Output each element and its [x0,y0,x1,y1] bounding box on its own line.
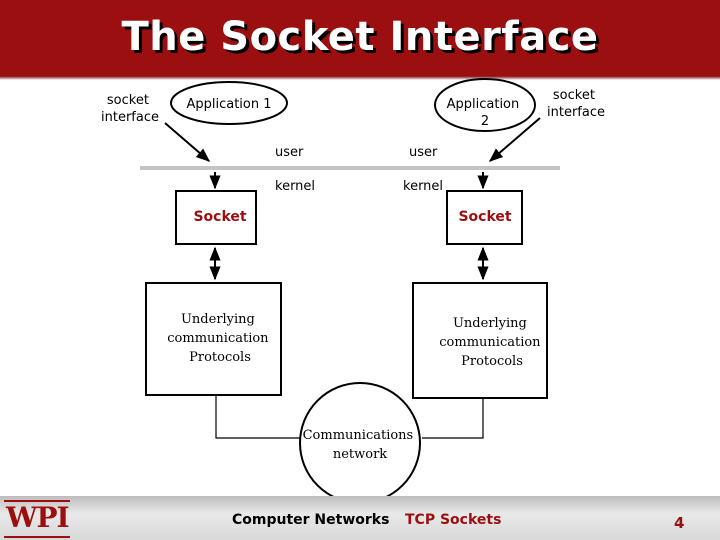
application-2-label: Application 2 [447,97,524,129]
network-circle [299,382,421,504]
footer-bar [0,496,720,540]
wpi-logo [4,500,70,538]
kernel-label-left: kernel [275,179,315,194]
application-2-ellipse [434,78,536,132]
link-left-protocols-network [215,395,300,439]
link-right-protocols-network [422,398,484,439]
socket-interface-label-left: socket interface [101,93,159,125]
socket-label-right: Socket [458,209,511,225]
page-number: 4 [674,514,685,532]
footer-topic: TCP Sockets [405,512,502,528]
socket-interface-arrow-right [488,117,541,162]
footer-course-name: Computer Networks [232,512,390,528]
kernel-label-right: kernel [403,179,443,194]
socket-box-right [446,190,523,245]
application-1-ellipse [170,81,288,125]
protocols-label-left: Underlying communication Protocols [167,312,272,365]
protocols-label-right: Underlying communication Protocols [439,316,544,369]
socket-box-left [175,190,257,245]
title-banner-shadow [0,76,720,80]
user-label-right: user [409,145,438,160]
protocols-box-right [412,282,548,399]
socket-interface-label-right: socket interface [547,88,605,120]
application-1-label: Application 1 [186,97,271,112]
socket-interface-arrow-left [164,122,211,162]
user-label-left: user [275,145,304,160]
network-label: Communications network [303,428,418,462]
slide-title: The Socket Interface [121,14,599,60]
wpi-logo-text: WPI [6,501,70,534]
title-banner [0,0,720,76]
socket-label-left: Socket [193,209,246,225]
protocols-box-left [145,282,282,396]
